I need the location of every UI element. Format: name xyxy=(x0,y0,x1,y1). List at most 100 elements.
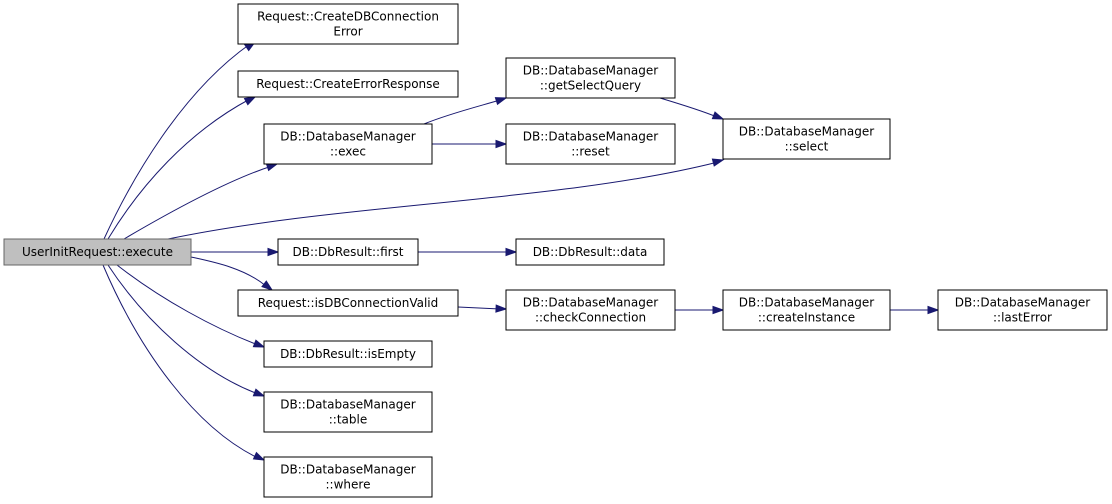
edge-root-to-table xyxy=(107,264,266,397)
node-label-line: DB::DbResult::isEmpty xyxy=(280,347,416,361)
node-box[interactable] xyxy=(3,238,192,266)
edge-line xyxy=(659,97,718,118)
edge-root-to-exec xyxy=(123,163,279,240)
node-label-line: DB::DatabaseManager xyxy=(280,398,415,412)
node-box[interactable] xyxy=(263,340,433,368)
node-label-line: DB::DatabaseManager xyxy=(280,130,415,144)
edge-arrowhead xyxy=(505,247,518,257)
edge-arrowhead xyxy=(711,111,725,120)
edge-arrowhead xyxy=(494,97,508,106)
edge-line xyxy=(103,43,251,240)
node-get-select-query[interactable]: DB::DatabaseManager::getSelectQuery xyxy=(505,57,676,99)
node-first[interactable]: DB::DbResult::first xyxy=(277,238,419,266)
edge-line xyxy=(107,264,259,395)
node-select[interactable]: DB::DatabaseManager::select xyxy=(722,118,891,160)
edge-arrowhead xyxy=(265,163,279,172)
edge-root-to-create_err_resp xyxy=(107,96,257,240)
node-label-line: DB::DbResult::data xyxy=(533,245,648,259)
edge-line xyxy=(123,165,273,240)
node-table[interactable]: DB::DatabaseManager::table xyxy=(263,391,433,433)
edge-line xyxy=(102,264,259,459)
node-data[interactable]: DB::DbResult::data xyxy=(515,238,665,266)
node-box[interactable] xyxy=(722,289,891,331)
edge-exec-to-reset xyxy=(432,139,508,149)
node-label-line: DB::DatabaseManager xyxy=(523,130,658,144)
edge-arrowhead xyxy=(711,158,725,167)
node-label-line: Request::CreateErrorResponse xyxy=(256,77,440,91)
node-label-line: Request::CreateDBConnection xyxy=(257,10,439,24)
node-box[interactable] xyxy=(263,456,433,498)
node-is-db-valid[interactable]: Request::isDBConnectionValid xyxy=(237,289,459,317)
edge-line xyxy=(457,306,501,310)
node-label-line: Request::isDBConnectionValid xyxy=(258,296,439,310)
edge-line xyxy=(423,99,501,125)
node-label-line: UserInitRequest::execute xyxy=(22,245,173,259)
node-label-line: DB::DatabaseManager xyxy=(955,296,1090,310)
edge-first-to-data xyxy=(418,247,518,257)
node-box[interactable] xyxy=(937,289,1108,331)
node-box[interactable] xyxy=(722,118,891,160)
edge-arrowhead xyxy=(252,339,266,348)
node-label-line: DB::DatabaseManager xyxy=(739,296,874,310)
edge-line xyxy=(107,98,251,240)
node-label-line: ::lastError xyxy=(993,311,1052,325)
node-box[interactable] xyxy=(505,123,676,165)
edge-line xyxy=(167,161,719,240)
node-box[interactable] xyxy=(277,238,419,266)
edge-get_select_query-to-select xyxy=(659,97,725,120)
node-is-empty[interactable]: DB::DbResult::isEmpty xyxy=(263,340,433,368)
node-label-line: DB::DatabaseManager xyxy=(280,463,415,477)
node-label-line: ::where xyxy=(326,478,371,492)
node-box[interactable] xyxy=(237,3,459,45)
node-label-line: DB::DatabaseManager xyxy=(523,64,658,78)
edge-root-to-create_db_err xyxy=(103,41,257,240)
edge-arrowhead xyxy=(712,305,725,315)
node-box[interactable] xyxy=(505,289,676,331)
node-label-line: ::checkConnection xyxy=(535,311,646,325)
edge-check_conn-to-create_instance xyxy=(675,305,725,315)
edge-is_db_valid-to-check_conn xyxy=(457,304,508,313)
node-box[interactable] xyxy=(505,57,676,99)
edge-root-to-is_db_valid xyxy=(190,256,274,291)
node-last-error[interactable]: DB::DatabaseManager::lastError xyxy=(937,289,1108,331)
node-label-line: DB::DatabaseManager xyxy=(523,296,658,310)
node-box[interactable] xyxy=(263,123,433,165)
node-check-conn[interactable]: DB::DatabaseManager::checkConnection xyxy=(505,289,676,331)
node-reset[interactable]: DB::DatabaseManager::reset xyxy=(505,123,676,165)
node-label-line: DB::DatabaseManager xyxy=(739,125,874,139)
edge-root-to-select xyxy=(167,158,725,240)
edge-arrowhead xyxy=(252,388,266,397)
node-label-line: ::table xyxy=(329,413,367,427)
node-box[interactable] xyxy=(237,289,459,317)
node-where[interactable]: DB::DatabaseManager::where xyxy=(263,456,433,498)
edge-root-to-is_empty xyxy=(116,264,266,348)
node-create-instance[interactable]: DB::DatabaseManager::createInstance xyxy=(722,289,891,331)
edge-arrowhead xyxy=(495,304,508,313)
edge-arrowhead xyxy=(927,305,940,315)
edge-create_instance-to-last_error xyxy=(890,305,940,315)
node-box[interactable] xyxy=(237,70,459,98)
node-label-line: Error xyxy=(333,25,362,39)
edges-layer xyxy=(102,41,940,461)
edge-root-to-first xyxy=(191,247,280,257)
node-label-line: ::select xyxy=(785,140,829,154)
edge-line xyxy=(116,264,259,346)
node-create-err-resp[interactable]: Request::CreateErrorResponse xyxy=(237,70,459,98)
edge-exec-to-get_select_query xyxy=(423,97,508,125)
edge-arrowhead xyxy=(267,247,280,257)
node-box[interactable] xyxy=(263,391,433,433)
node-label-line: ::exec xyxy=(330,145,366,159)
node-root[interactable]: UserInitRequest::execute xyxy=(3,238,192,266)
edge-arrowhead xyxy=(495,139,508,149)
node-label-line: ::getSelectQuery xyxy=(540,79,641,93)
edge-line xyxy=(190,256,267,287)
edge-arrowhead xyxy=(261,280,274,291)
edge-arrowhead xyxy=(243,96,257,106)
node-label-line: DB::DbResult::first xyxy=(292,245,403,259)
edge-root-to-where xyxy=(102,264,266,461)
edge-arrowhead xyxy=(252,451,266,461)
node-exec[interactable]: DB::DatabaseManager::exec xyxy=(263,123,433,165)
node-box[interactable] xyxy=(515,238,665,266)
